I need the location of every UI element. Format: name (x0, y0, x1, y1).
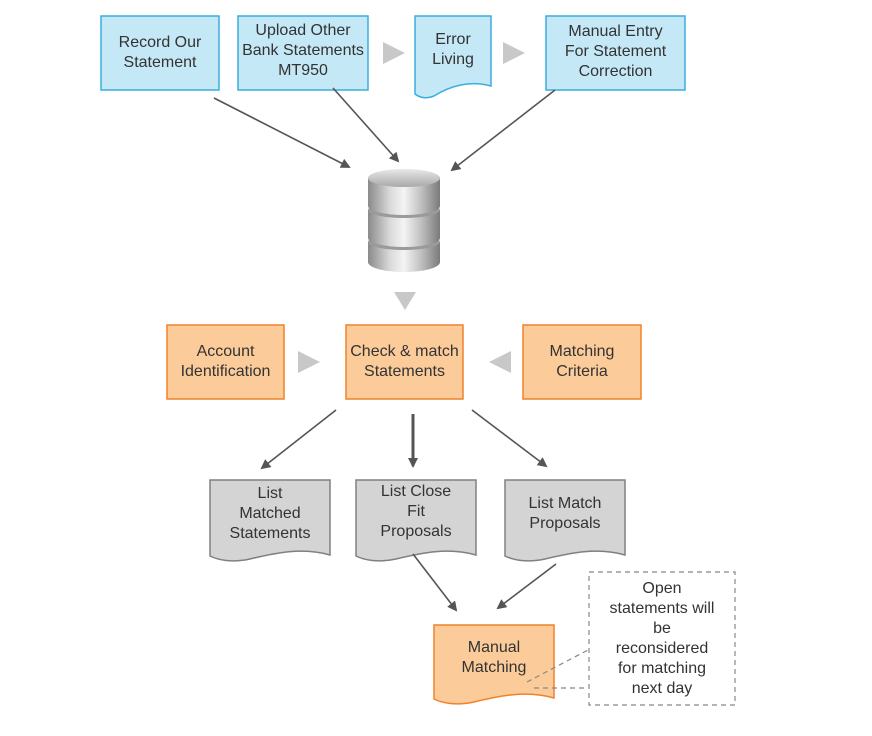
check-match-box (345, 324, 464, 400)
database-icon (368, 169, 440, 272)
arrow-close-fit-to-manual (412, 553, 458, 612)
matching-criteria-box (522, 324, 642, 400)
open-statements-note-box (588, 571, 736, 706)
chevron-down-icon (394, 292, 416, 310)
manual-matching-document (433, 624, 555, 705)
arrow-upload-to-db (332, 87, 400, 163)
chevron-right-icon (298, 351, 320, 373)
list-close-fit-label: List Close Fit Proposals (380, 483, 452, 540)
record-statement-box (100, 15, 220, 91)
manual-matching-label: Manual Matching (461, 639, 527, 676)
arrow-to-list-matched (260, 409, 337, 470)
error-living-label: Error Living (432, 31, 474, 68)
check-match-label: Check & match Statements (350, 343, 459, 380)
note-connector (526, 649, 589, 683)
manual-entry-box (545, 15, 686, 91)
arrow-to-list-match-proposals (471, 409, 548, 468)
error-living-document (414, 15, 492, 99)
list-matched-document (209, 479, 331, 562)
arrow-match-proposals-to-manual (496, 563, 557, 610)
upload-statements-label: Upload Other Bank Statements MT950 (242, 22, 364, 79)
arrow-record-to-db (213, 97, 351, 168)
account-identification-label: Account Identification (180, 343, 271, 380)
open-statements-note: Open statements will be reconsidered for… (609, 579, 715, 697)
chevron-left-icon (489, 351, 511, 373)
list-match-proposals-document (504, 479, 626, 562)
arrow-manual-entry-to-db (450, 89, 556, 172)
record-statement-label: Record Our Statement (118, 34, 202, 71)
account-identification-box (166, 324, 285, 400)
chevron-right-icon (503, 42, 525, 64)
list-match-proposals-label: List Match Proposals (528, 495, 602, 532)
list-close-fit-document (355, 479, 477, 562)
list-matched-label: List Matched Statements (229, 485, 311, 542)
upload-statements-box (237, 15, 369, 91)
manual-entry-label: Manual Entry For Statement Correction (564, 23, 667, 80)
chevron-right-icon (383, 42, 405, 64)
matching-criteria-label: Matching Criteria (549, 343, 615, 380)
